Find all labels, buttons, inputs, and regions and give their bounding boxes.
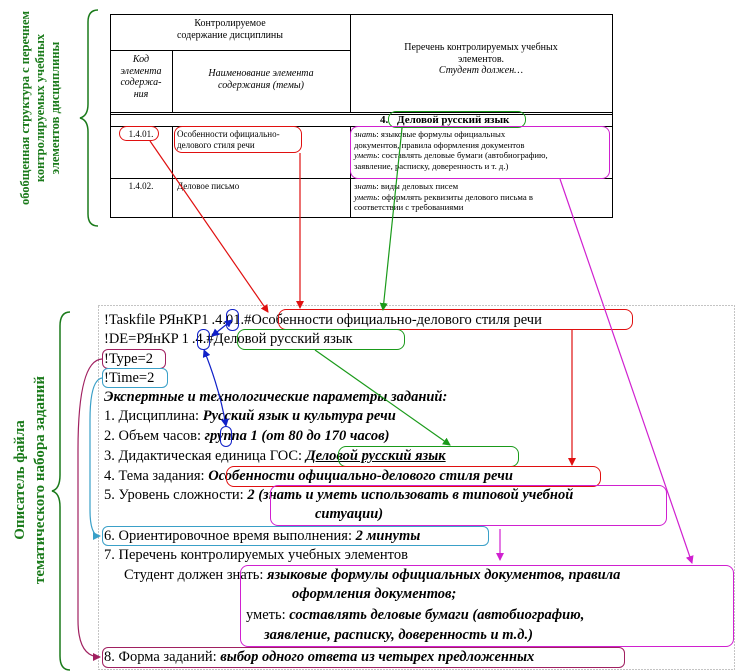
row2-can-line1: : оформлять реквизиты делового письма в — [377, 191, 533, 202]
desc-item4: 4. Тема задания: Особенности официально-… — [104, 468, 513, 485]
desc-item6: 6. Ориентировочное время выполнения: 2 м… — [104, 528, 420, 545]
header-right-line2: элементов. — [457, 53, 505, 65]
section-title: Деловой русский язык — [397, 114, 510, 126]
know-label: знать: — [226, 567, 267, 583]
section-row: 4. Деловой русский язык — [380, 114, 509, 126]
item1-label: 1. Дисциплина: — [104, 408, 203, 424]
col1-header-line3: содержа- — [120, 77, 162, 88]
col1-header-line1: Код — [132, 54, 150, 65]
hl-difficulty — [270, 485, 667, 526]
item6-value: 2 минуты — [355, 528, 421, 544]
row2-know-line1: : виды деловых писем — [376, 181, 459, 191]
hl-de-value — [237, 329, 405, 350]
item8-label: 8. Форма заданий: — [104, 649, 221, 665]
hl-task-form — [102, 647, 625, 668]
know-line2: оформления документов; — [292, 586, 457, 602]
item5-label: 5. Уровень сложности: — [104, 487, 248, 503]
col1-header-line4: ния — [133, 88, 149, 100]
item4-value: Особенности официально-делового стиля ре… — [208, 468, 513, 484]
hl-time-estimate — [102, 526, 489, 546]
header-main-line2: содержание дисциплины — [176, 29, 283, 41]
row2-know-label: знать — [354, 181, 377, 191]
hl-table-competences — [350, 126, 610, 179]
item5-value-line2: ситуации) — [315, 506, 384, 522]
desc-line-taskfile: !Taskfile РЯнКР1.4.01.#Особенности офици… — [104, 312, 542, 329]
hl-type — [102, 349, 166, 369]
desc-item8: 8. Форма заданий: выбор одного ответа из… — [104, 649, 534, 666]
row1-competences: знать: языковые формулы официальных доку… — [354, 129, 610, 171]
hl-time — [102, 368, 168, 388]
desc-item1: 1. Дисциплина: Русский язык и культура р… — [104, 408, 396, 425]
hl-table-code — [119, 126, 159, 141]
item8-value: выбор одного ответа из четырех предложен… — [220, 649, 535, 665]
know-line1: языковые формулы официальных документов,… — [266, 567, 621, 583]
header-right-line1: Перечень контролируемых учебных — [404, 42, 558, 53]
hl-de-num — [197, 329, 210, 350]
brace-top — [79, 9, 99, 227]
item2-label: 2. Объем часов: — [104, 428, 205, 444]
row1-name-line1: Особенности официально- — [177, 129, 280, 139]
row1-can-line2: заявление, расписку, доверенность и т. д… — [354, 160, 509, 171]
section-number: 4. — [380, 114, 389, 126]
header-main-line1: Контролируемое — [194, 18, 266, 29]
hl-taskfile-num — [226, 309, 239, 331]
desc-line-time: !Time=2 — [104, 370, 155, 386]
item6-label: 6. Ориентировочное время выполнения: — [104, 528, 356, 544]
de-value: Деловой русский язык — [213, 331, 353, 347]
col1-header: Код элемента содержа- ния — [110, 54, 172, 100]
row1-know-label: знать — [354, 129, 377, 139]
desc-item5: 5. Уровень сложности: 2 (знать и уметь и… — [104, 487, 573, 504]
hl-competences — [240, 565, 734, 647]
de-num: 1 — [181, 331, 189, 347]
hl-task-topic — [226, 466, 601, 487]
student-label: Студент должен — [124, 567, 227, 583]
desc-know: Студент должен знать: языковые формулы о… — [124, 567, 620, 584]
item2-value-b: (от 80 до 170 часов) — [257, 428, 390, 444]
row2-competences: знать: виды деловых писем уметь: оформля… — [354, 181, 610, 213]
item2-num: 1 — [250, 428, 258, 444]
brace-bottom — [51, 311, 71, 671]
desc-item2: 2. Объем часов: группа 1 (от 80 до 170 ч… — [104, 428, 389, 445]
row1-can-line1: : составлять деловые бумаги (автобиограф… — [377, 150, 548, 160]
can-line1: составлять деловые бумаги (автобиографию… — [289, 607, 585, 623]
hl-didactic-unit — [338, 446, 519, 467]
taskfile-prefix: !Taskfile РЯнКР — [104, 312, 202, 328]
desc-heading: Экспертные и технологические параметры з… — [104, 389, 448, 405]
row2-can-line2: соответствии с требованиями — [354, 202, 464, 212]
row2-code: 1.4.02. — [128, 181, 154, 191]
header-right-italic: Студент должен… — [438, 65, 524, 76]
de-prefix: !DE=РЯнКР — [104, 331, 179, 347]
col2-header-line2: содержания (темы) — [218, 79, 304, 91]
row1-code: 1.4.01. — [128, 129, 154, 139]
taskfile-num: 1 — [201, 312, 209, 328]
item4-label: 4. Тема задания: — [104, 468, 209, 484]
hl-table-section — [388, 111, 526, 128]
desc-item7: 7. Перечень контролируемых учебных элеме… — [104, 547, 408, 563]
row1-can-label: уметь — [354, 150, 378, 160]
item5-value-line1: 2 (знать и уметь использовать в типовой … — [247, 487, 574, 503]
row1-know-line1: : языковые формулы официальных — [376, 129, 506, 139]
item3-label: 3. Дидактическая единица ГОС: — [104, 448, 306, 464]
taskfile-sep: # — [244, 312, 252, 328]
row2-can-label: уметь — [354, 191, 378, 202]
can-label: уметь: — [246, 607, 290, 623]
desc-can: уметь: составлять деловые бумаги (автоби… — [246, 607, 584, 624]
de-sep: # — [206, 331, 214, 347]
de-code: .4. — [191, 331, 207, 347]
hl-hours-group — [220, 426, 232, 447]
row1-know-line2: документов, правила оформления документо… — [354, 139, 525, 150]
col1-header-line2: элемента — [120, 65, 162, 77]
hl-taskfile-topic — [278, 309, 633, 330]
item2-value-a: группа — [204, 428, 251, 444]
item1-value: Русский язык и культура речи — [202, 408, 396, 424]
header-main: Контролируемое содержание дисциплины — [110, 18, 350, 41]
header-right: Перечень контролируемых учебных элементо… — [350, 42, 612, 77]
col2-header: Наименование элемента содержания (темы) — [172, 68, 350, 91]
desc-line-type: !Type=2 — [104, 351, 154, 367]
taskfile-topic: Особенности официально-делового стиля ре… — [251, 312, 542, 328]
can-line2: заявление, расписку, доверенность и т.д.… — [264, 627, 533, 643]
col2-header-line1: Наименование элемента — [208, 68, 314, 79]
